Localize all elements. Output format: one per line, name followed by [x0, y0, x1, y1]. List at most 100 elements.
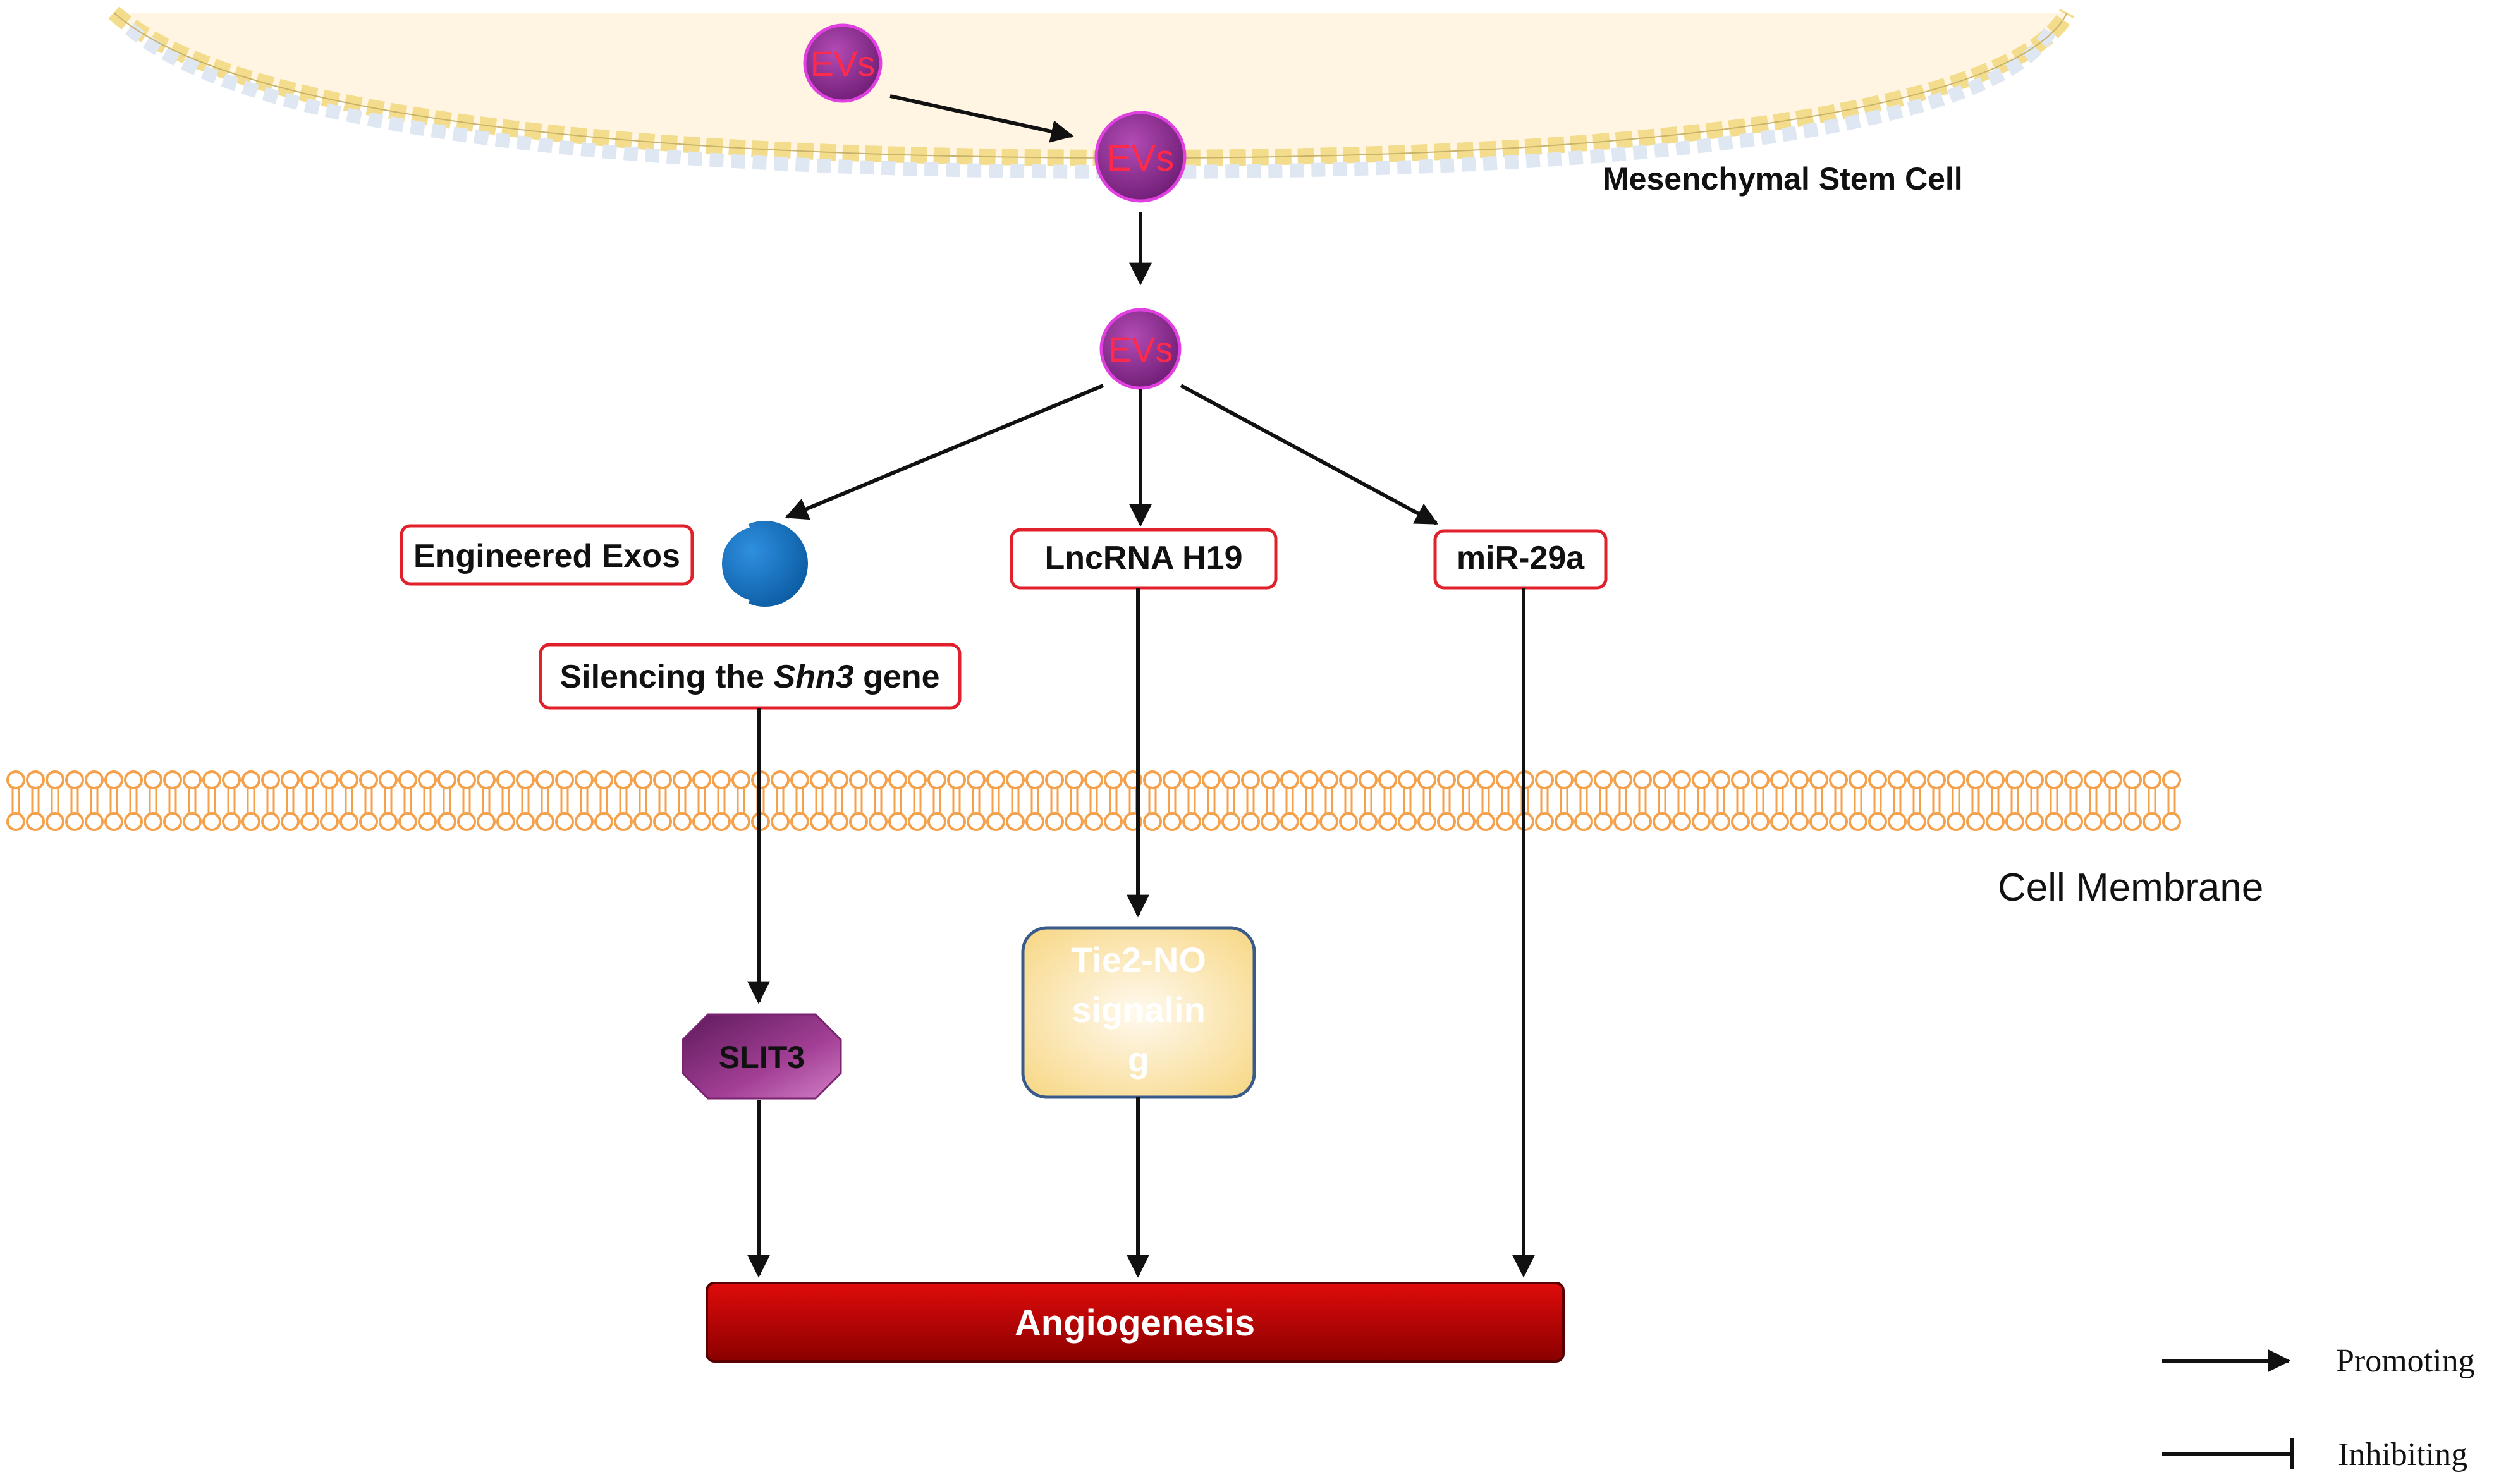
lipid-head: [2045, 770, 2063, 789]
lipid-head: [379, 770, 398, 789]
lipid-head: [26, 812, 45, 831]
legend: Promoting Inhibiting: [2162, 1343, 2475, 1473]
lipid-head: [1378, 770, 1397, 789]
silencing-shn3-label: Silencing the Shn3 gene: [559, 659, 939, 695]
lipid-head: [1907, 770, 1926, 789]
lipid-head: [85, 812, 104, 831]
lipid-head: [1457, 812, 1476, 831]
lipid-head: [1711, 770, 1730, 789]
lipid-head: [1045, 812, 1064, 831]
lipid-head: [731, 770, 750, 789]
lipid-head: [1261, 812, 1280, 831]
lipid-head: [1535, 770, 1554, 789]
lipid-head: [6, 770, 25, 789]
lipid-head: [202, 770, 221, 789]
lipid-head: [1672, 770, 1691, 789]
lipid-head: [1574, 812, 1593, 831]
lipid-head: [673, 812, 692, 831]
lipid-head: [829, 812, 848, 831]
lipid-head: [339, 812, 358, 831]
lipid-head: [1790, 812, 1809, 831]
lipid-head: [2123, 812, 2142, 831]
tie2-label-line2: signalin: [1072, 990, 1206, 1030]
lipid-head: [888, 812, 907, 831]
lipid-head: [261, 770, 280, 789]
lipid-head: [163, 770, 182, 789]
lipid-head: [2123, 770, 2142, 789]
lipid-head: [1143, 812, 1162, 831]
lipid-head: [2025, 812, 2044, 831]
lipid-head: [222, 812, 241, 831]
lipid-head: [712, 812, 731, 831]
lipid-head: [692, 812, 711, 831]
angiogenesis-node: Angiogenesis: [706, 1282, 1565, 1363]
lipid-head: [653, 812, 672, 831]
lipid-head: [65, 812, 84, 831]
silencing-shn3-node: Silencing the Shn3 gene: [539, 643, 962, 710]
lipid-head: [1006, 770, 1025, 789]
lipid-head: [2005, 812, 2024, 831]
lipid-head: [849, 770, 868, 789]
lipid-head: [1476, 770, 1495, 789]
lipid-head: [1731, 770, 1750, 789]
slit3-node: SLIT3: [682, 1013, 842, 1100]
lipid-head: [1770, 770, 1789, 789]
lipid-head: [1202, 812, 1221, 831]
lipid-head: [908, 812, 927, 831]
lipid-head: [1633, 770, 1652, 789]
lipid-head: [2045, 812, 2063, 831]
lipid-head: [1300, 770, 1319, 789]
lipid-head: [1280, 770, 1299, 789]
lipid-head: [46, 770, 64, 789]
lipid-head: [496, 812, 515, 831]
lipid-head: [1084, 770, 1103, 789]
lipid-head: [457, 770, 476, 789]
lipid-head: [673, 770, 692, 789]
lipid-head: [967, 812, 986, 831]
ev-vesicle-membrane: EVs: [1094, 111, 1187, 203]
lipid-head: [202, 812, 221, 831]
lipid-head: [163, 812, 182, 831]
lipid-head: [477, 812, 496, 831]
lipid-head: [1221, 812, 1240, 831]
lipid-head: [183, 770, 202, 789]
lipid-head: [1653, 770, 1672, 789]
lipid-head: [2162, 770, 2181, 789]
lipid-head: [496, 770, 515, 789]
lipid-head: [1339, 812, 1358, 831]
lipid-head: [1437, 812, 1456, 831]
lipid-head: [869, 812, 888, 831]
lipid-head: [771, 812, 790, 831]
lipid-head: [104, 770, 123, 789]
lipid-head: [1986, 770, 2005, 789]
lipid-head: [1809, 812, 1828, 831]
lipid-head: [1280, 812, 1299, 831]
lipid-head: [437, 812, 456, 831]
lipid-head: [1182, 812, 1201, 831]
lipid-head: [1947, 812, 1965, 831]
arrow-to-exos: [785, 384, 1104, 520]
angiogenesis-label: Angiogenesis: [1015, 1303, 1255, 1344]
lipid-head: [1711, 812, 1730, 831]
lipid-head: [2025, 770, 2044, 789]
lipid-head: [320, 770, 339, 789]
silencing-suffix: gene: [854, 659, 940, 695]
lipid-head: [300, 770, 319, 789]
ev-label: EVs: [810, 44, 876, 83]
lipid-head: [144, 770, 162, 789]
lipid-head: [888, 770, 907, 789]
ev-vesicle-outside: EVs: [803, 23, 883, 103]
lipid-head: [1927, 770, 1946, 789]
lipid-head: [1888, 812, 1907, 831]
lipid-head: [1496, 770, 1515, 789]
lipid-head: [810, 770, 829, 789]
lipid-head: [1692, 770, 1711, 789]
lipid-head: [241, 812, 260, 831]
arrow-ev-uptake: [889, 94, 1074, 143]
lncrna-h19-node: LncRNA H19: [1010, 528, 1278, 590]
lipid-head: [1221, 770, 1240, 789]
lipid-head: [261, 812, 280, 831]
lipid-head: [398, 770, 417, 789]
silencing-gene-name: Shn3: [774, 659, 854, 695]
lipid-head: [85, 770, 104, 789]
